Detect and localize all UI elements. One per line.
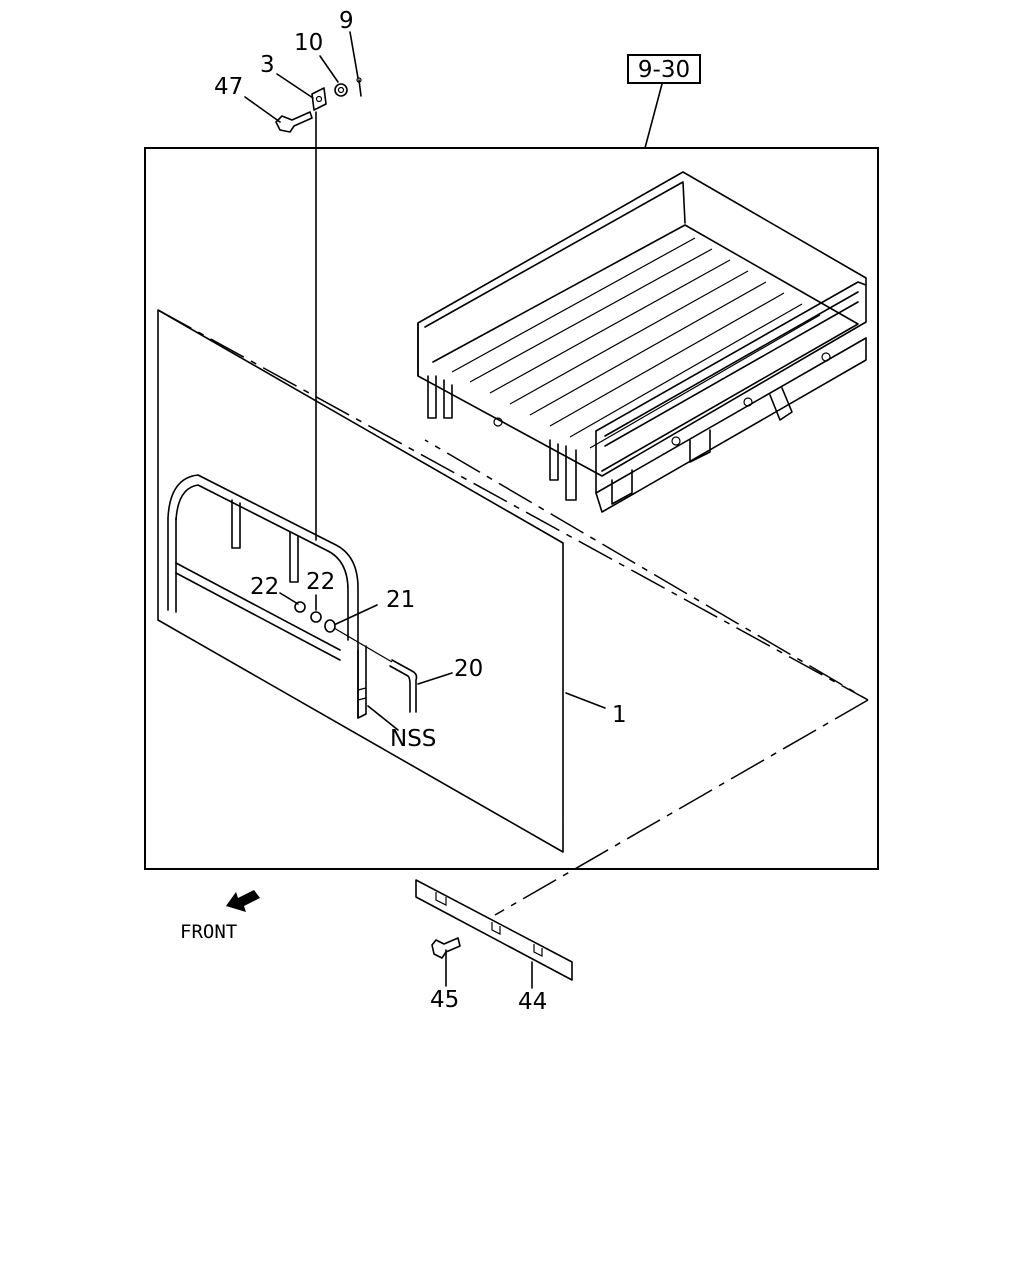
bolt-47[interactable] — [275, 111, 313, 133]
cargo-deck[interactable] — [417, 171, 867, 513]
bolt-45[interactable] — [431, 937, 461, 959]
callout-10[interactable]: 10 — [294, 30, 323, 56]
assembly-envelope — [157, 309, 869, 916]
callout-47[interactable]: 47 — [214, 74, 243, 100]
front-indicator: FRONT — [180, 890, 260, 943]
reference-box-label: 9-30 — [638, 57, 690, 83]
leader-lines — [244, 31, 606, 989]
callout-22-left[interactable]: 22 — [250, 574, 279, 600]
headboard-plane — [157, 309, 564, 853]
reference-leader — [644, 83, 663, 149]
assembly-frame — [144, 147, 879, 870]
callout-21[interactable]: 21 — [386, 587, 415, 613]
callout-labels: 9 10 3 47 22 22 21 20 1 NSS 45 44 — [214, 8, 627, 1015]
reference-box[interactable]: 9-30 — [627, 54, 701, 84]
washer-21[interactable] — [324, 619, 336, 633]
callout-20[interactable]: 20 — [454, 656, 483, 682]
callout-22-right[interactable]: 22 — [306, 569, 335, 595]
strip-44[interactable] — [415, 879, 573, 981]
callout-3[interactable]: 3 — [260, 52, 275, 78]
nut-10[interactable] — [334, 83, 348, 97]
front-label: FRONT — [180, 921, 237, 943]
pin-9[interactable] — [356, 77, 362, 97]
nss-label: NSS — [390, 726, 436, 752]
headboard-rack[interactable] — [167, 474, 367, 719]
callout-1[interactable]: 1 — [612, 702, 627, 728]
pin-20[interactable] — [389, 659, 418, 713]
callout-44[interactable]: 44 — [518, 989, 547, 1015]
nut-22-left[interactable] — [294, 601, 306, 613]
front-arrow-icon — [226, 890, 260, 912]
callout-9[interactable]: 9 — [339, 8, 354, 34]
bracket-3[interactable] — [311, 87, 327, 111]
pin-axis — [333, 627, 393, 663]
nut-22-right[interactable] — [310, 611, 322, 623]
callout-45[interactable]: 45 — [430, 987, 459, 1013]
